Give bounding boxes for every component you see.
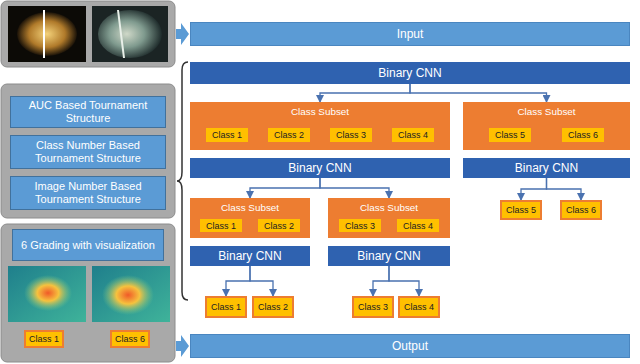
node-label: Class 3 xyxy=(336,130,366,140)
heatmap-blob xyxy=(102,275,154,315)
binary-cnn-bar: Binary CNN xyxy=(190,62,630,84)
class-box: Class 6 xyxy=(110,330,150,348)
node-label: Class 3 xyxy=(345,221,375,231)
tree-connector xyxy=(320,84,410,102)
class-box: Class 5 xyxy=(487,126,533,144)
lens-image xyxy=(17,12,77,56)
node-label: Class Subset xyxy=(328,202,450,213)
heatmap-image xyxy=(8,266,86,322)
class-subset: Class SubsetClass 1 Class 2 Class 3 Class 4 xyxy=(190,102,450,150)
tree-connector xyxy=(320,178,389,198)
class-subset: Class SubsetClass 3 Class 4 xyxy=(328,198,450,238)
eye-photo xyxy=(8,6,86,62)
class-box: Class 4 xyxy=(398,296,440,318)
node-label: Class Number Based Tournament Structure xyxy=(15,139,161,164)
tree-connector xyxy=(389,266,419,296)
node-label: Class 6 xyxy=(115,334,145,344)
class-box: Class 6 xyxy=(560,126,606,144)
class-box: Class 2 xyxy=(252,296,294,318)
binary-cnn-bar: Binary CNN xyxy=(190,158,450,178)
node-label: Class 1 xyxy=(211,302,241,312)
class-box: Class 1 xyxy=(204,126,250,144)
binary-cnn-bar: Binary CNN xyxy=(328,246,450,266)
tree-connector xyxy=(373,266,389,296)
node-label: Input xyxy=(397,27,424,41)
binary-cnn-bar: Binary CNN xyxy=(463,158,630,178)
io-bar: Output xyxy=(190,334,630,358)
node-label: Class 1 xyxy=(206,221,236,231)
class-subset: Class SubsetClass 1 Class 2 xyxy=(190,198,310,238)
tree-connector xyxy=(250,178,320,198)
node-label: Class 4 xyxy=(404,302,434,312)
node-label: AUC Based Tournament Structure xyxy=(15,99,161,124)
class-box: Class 4 xyxy=(395,217,441,234)
class-box: Class 1 xyxy=(205,296,247,318)
node-label: Class 5 xyxy=(495,130,525,140)
structure-box: Class Number Based Tournament Structure xyxy=(10,135,166,169)
block-arrow xyxy=(176,335,189,357)
tree-connector xyxy=(521,178,547,200)
class-box: Class 5 xyxy=(500,200,542,220)
structure-box: AUC Based Tournament Structure xyxy=(10,96,166,128)
io-bar: Input xyxy=(190,22,630,46)
slit-beam xyxy=(118,10,124,58)
node-label: 6 Grading with visualization xyxy=(21,239,155,252)
tree-connector xyxy=(250,266,273,296)
heatmap-image xyxy=(92,266,170,322)
block-arrow xyxy=(176,23,189,45)
node-label: Class Subset xyxy=(190,202,310,213)
class-box: Class 1 xyxy=(24,330,64,348)
node-label: Class 2 xyxy=(264,221,294,231)
node-label: Output xyxy=(392,339,428,353)
class-subset: Class SubsetClass 5 Class 6 xyxy=(463,102,630,150)
lens-image xyxy=(98,10,162,58)
grading-panel xyxy=(1,224,175,362)
node-label: Binary CNN xyxy=(378,66,441,80)
node-label: Class 4 xyxy=(403,221,433,231)
structure-panel xyxy=(1,84,175,218)
node-label: Class Subset xyxy=(463,106,630,117)
node-label: Class 6 xyxy=(568,130,598,140)
eye-photo xyxy=(92,6,168,62)
class-box: Class 3 xyxy=(328,126,374,144)
node-label: Class 1 xyxy=(29,334,59,344)
node-label: Class 4 xyxy=(398,130,428,140)
class-box: Class 2 xyxy=(266,126,312,144)
binary-cnn-bar: Binary CNN xyxy=(190,246,310,266)
node-label: Binary CNN xyxy=(288,161,351,175)
node-label: Class Subset xyxy=(190,106,450,117)
slit-beam xyxy=(43,10,45,58)
node-label: Class 2 xyxy=(258,302,288,312)
structure-box: 6 Grading with visualization xyxy=(12,229,164,261)
node-label: Binary CNN xyxy=(515,161,578,175)
structure-box: Image Number Based Tournament Structure xyxy=(10,176,166,210)
node-label: Binary CNN xyxy=(218,249,281,263)
node-label: Binary CNN xyxy=(357,249,420,263)
class-box: Class 6 xyxy=(560,200,602,220)
tree-connector xyxy=(547,178,582,200)
class-box: Class 4 xyxy=(390,126,436,144)
input-panel xyxy=(1,1,175,67)
node-label: Image Number Based Tournament Structure xyxy=(15,180,161,205)
brace xyxy=(177,62,188,300)
tree-connector xyxy=(226,266,250,296)
class-box: Class 3 xyxy=(352,296,394,318)
node-label: Class 1 xyxy=(212,130,242,140)
tree-connector xyxy=(410,84,547,102)
heatmap-blob xyxy=(24,275,72,311)
class-box: Class 1 xyxy=(198,217,244,234)
class-box: Class 2 xyxy=(256,217,302,234)
node-label: Class 2 xyxy=(274,130,304,140)
node-label: Class 6 xyxy=(566,205,596,215)
class-box: Class 3 xyxy=(337,217,383,234)
node-label: Class 5 xyxy=(506,205,536,215)
node-label: Class 3 xyxy=(358,302,388,312)
